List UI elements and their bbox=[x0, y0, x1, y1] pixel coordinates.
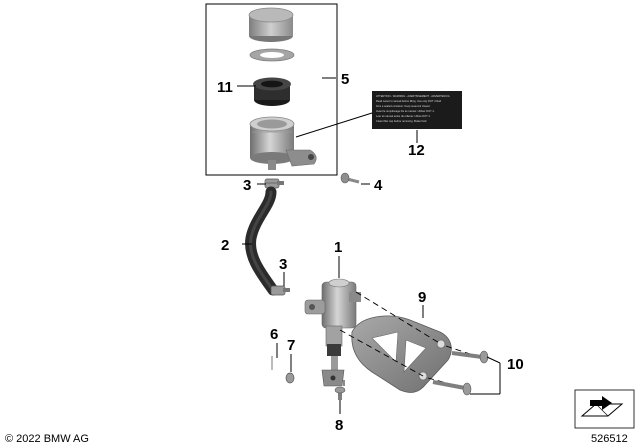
bolt-8[interactable] bbox=[334, 386, 346, 400]
copyright-text: © 2022 BMW AG bbox=[5, 433, 89, 445]
callout-7[interactable]: 7 bbox=[287, 337, 295, 354]
hose-clip-bottom[interactable] bbox=[270, 285, 290, 296]
reservoir-cap[interactable] bbox=[248, 7, 294, 42]
master-cylinder[interactable] bbox=[304, 278, 361, 387]
leader-lines bbox=[237, 77, 501, 414]
callout-10[interactable]: 10 bbox=[507, 356, 524, 373]
callout-2[interactable]: 2 bbox=[221, 237, 229, 254]
callout-1[interactable]: 1 bbox=[334, 239, 342, 256]
callout-9[interactable]: 9 bbox=[418, 289, 426, 306]
callout-3-bottom[interactable]: 3 bbox=[279, 256, 287, 273]
label-line-2: Read owner's manual before filling. Use … bbox=[376, 99, 442, 103]
label-line-6: Clean filler cap before removing. Brake … bbox=[376, 119, 427, 123]
callout-6[interactable]: 6 bbox=[270, 326, 278, 343]
bolt-upper[interactable] bbox=[451, 350, 489, 364]
label-line-5: Leer el manual antes de rellenar. Utilic… bbox=[376, 114, 431, 118]
bolt-lower[interactable] bbox=[432, 380, 472, 396]
washer-7[interactable] bbox=[285, 372, 295, 384]
reservoir-group-frame bbox=[205, 3, 338, 176]
callout-8[interactable]: 8 bbox=[335, 417, 343, 434]
diaphragm-washer[interactable] bbox=[249, 48, 295, 62]
callout-3-top[interactable]: 3 bbox=[243, 177, 251, 194]
screw-reservoir[interactable] bbox=[340, 172, 360, 184]
label-line-4: Avant le remplissage lire le manuel. Uti… bbox=[376, 109, 435, 113]
callout-12[interactable]: 12 bbox=[408, 142, 425, 159]
rubber-diaphragm[interactable] bbox=[253, 77, 291, 107]
reservoir-body[interactable] bbox=[249, 116, 317, 170]
warning-label[interactable]: ATTENTION - WARNING - AVERTISSEMENT - AD… bbox=[372, 91, 462, 129]
callout-5[interactable]: 5 bbox=[341, 71, 349, 88]
callout-4[interactable]: 4 bbox=[374, 177, 383, 194]
label-line-1: ATTENTION - WARNING - AVERTISSEMENT - AD… bbox=[376, 94, 450, 98]
leader-12 bbox=[295, 112, 373, 138]
callout-11[interactable]: 11 bbox=[217, 79, 233, 96]
view-symbol-icon bbox=[574, 389, 635, 429]
label-line-3: from a sealed container. Keep reservoir … bbox=[376, 104, 430, 108]
hose-clip-top[interactable] bbox=[264, 178, 284, 189]
image-number: 526512 bbox=[591, 433, 628, 445]
